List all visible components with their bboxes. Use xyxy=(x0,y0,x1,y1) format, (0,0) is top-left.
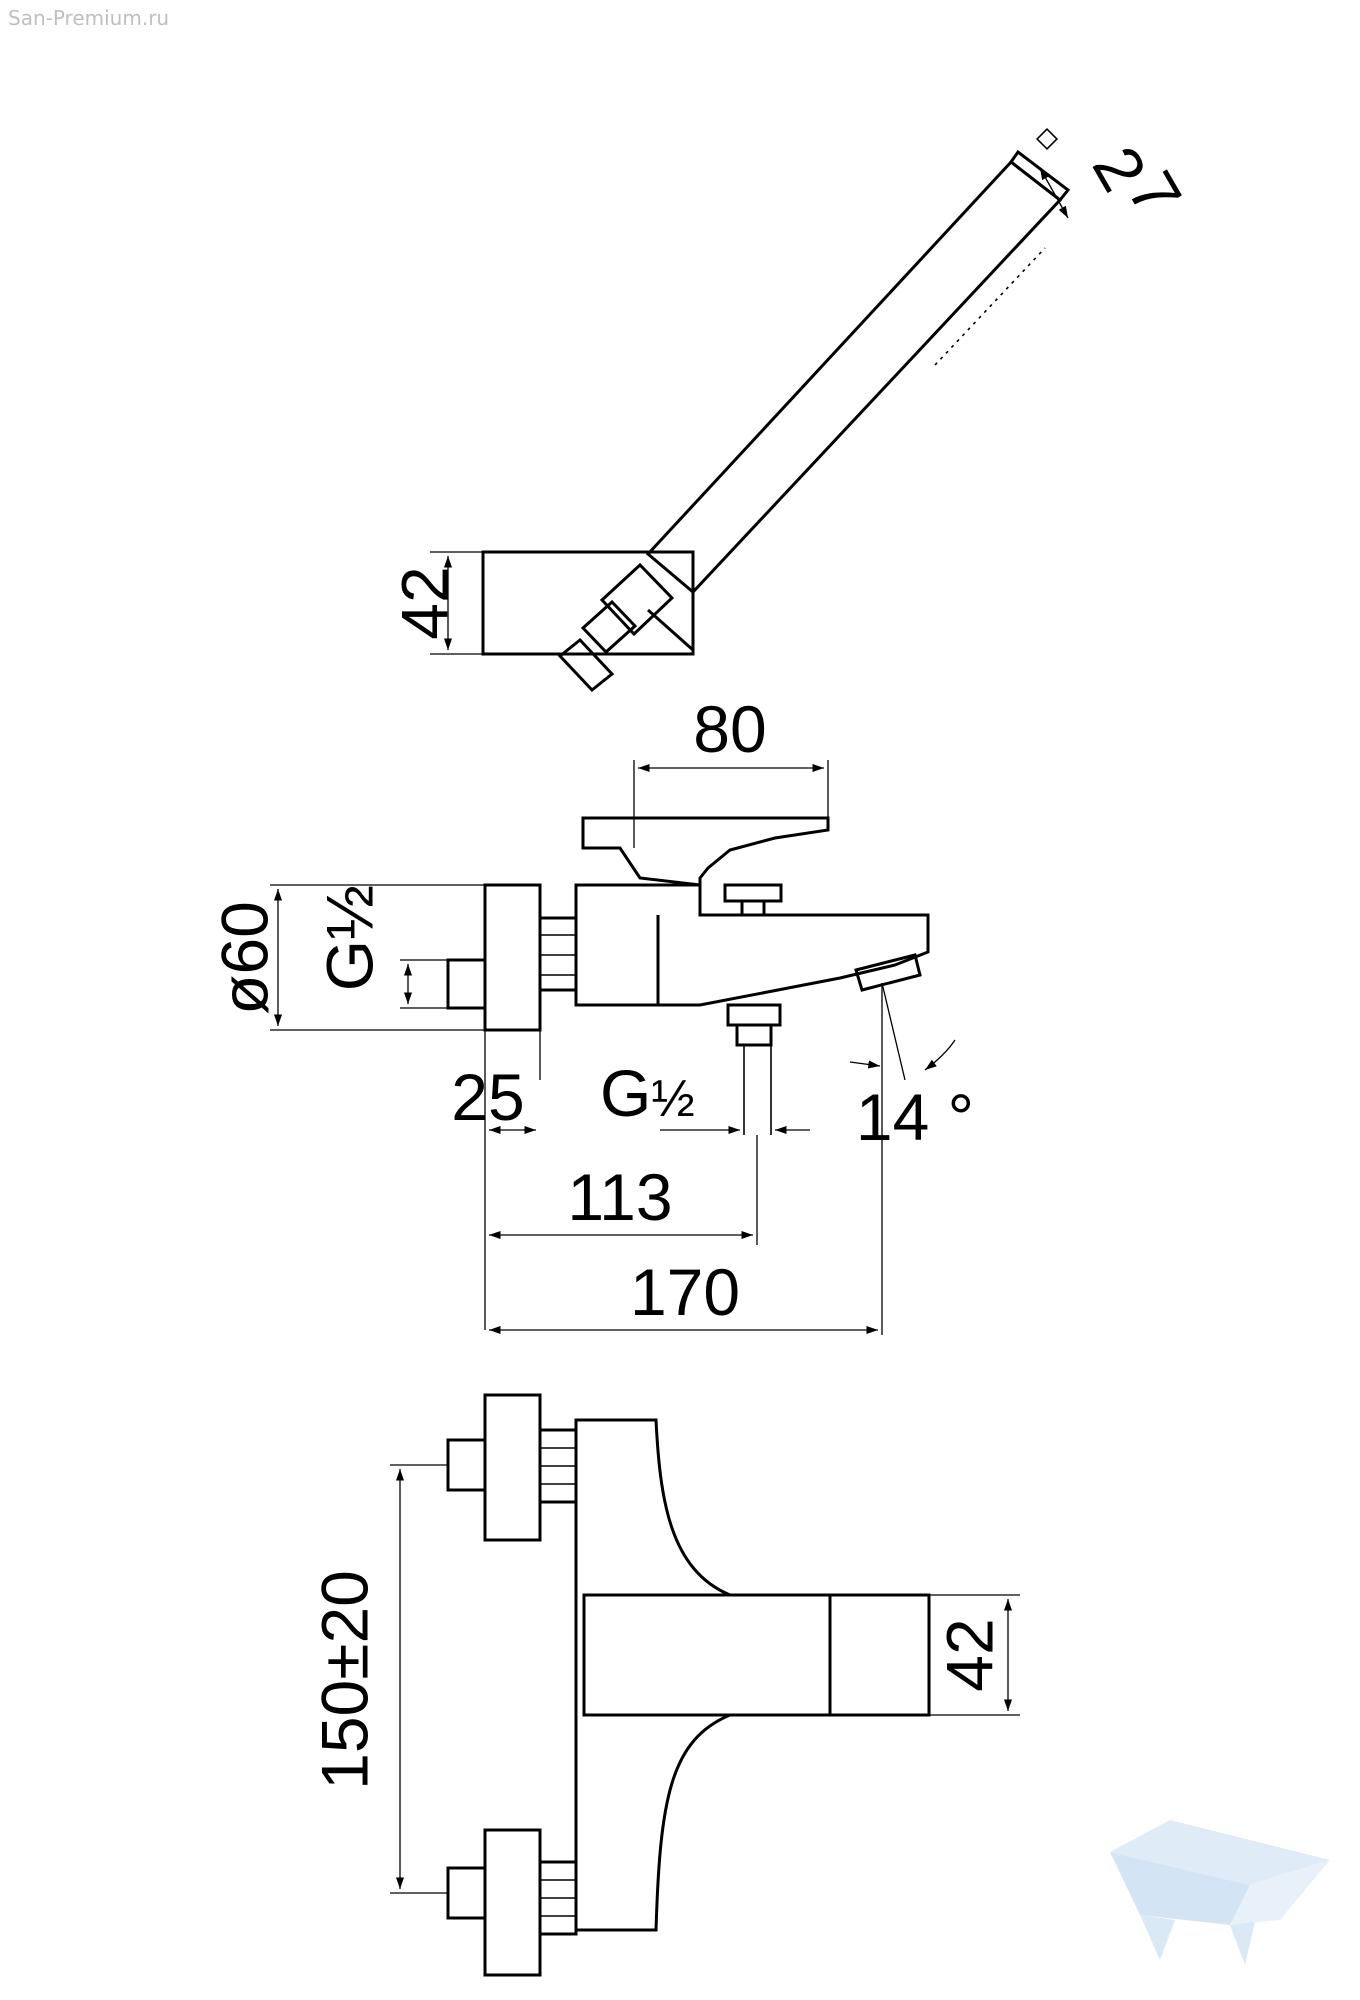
spout-width-label: 42 xyxy=(932,1618,1006,1691)
shower-handle xyxy=(645,159,1063,595)
inlet-depth-label: 25 xyxy=(451,1060,524,1134)
top-inlet-lower xyxy=(446,1866,487,1920)
lever-length-label: 80 xyxy=(693,692,766,766)
mixer-lever xyxy=(581,816,830,887)
outlet-thread-label: G½ xyxy=(600,1056,695,1130)
projection-label: 170 xyxy=(630,1255,740,1329)
square-section-icon xyxy=(1035,127,1059,151)
shower-outlet-nut xyxy=(726,1003,782,1027)
top-body xyxy=(574,1418,731,1932)
shower-outlet xyxy=(735,1023,773,1047)
top-flange-upper xyxy=(483,1393,542,1542)
top-flange-lower xyxy=(483,1828,542,1977)
spout-angle-label: 14 ° xyxy=(856,1080,974,1154)
top-spout xyxy=(582,1593,931,1717)
mixer-side-view: 80 ø60 G½ 25 G½ 14 ° 113 170 xyxy=(207,692,974,1335)
mixer-top-view: 150±20 42 xyxy=(307,1393,1020,1977)
shower-distance-label: 113 xyxy=(567,1160,672,1234)
shower-nut xyxy=(580,599,638,655)
centres-label: 150±20 xyxy=(307,1570,381,1790)
mixer-body xyxy=(574,883,930,1007)
diverter-knob xyxy=(723,883,783,903)
hand-shower-drawing: 42 2 7 xyxy=(387,127,1196,693)
shower-hose-stub xyxy=(557,637,615,693)
shower-head-cap xyxy=(1008,149,1071,203)
inlet-nut xyxy=(538,916,578,992)
spout-aerator xyxy=(854,953,922,992)
shower-holder-block xyxy=(481,550,695,656)
wall-flange xyxy=(483,883,542,1032)
diameter-label: ø60 xyxy=(207,901,281,1015)
top-inlet-upper xyxy=(446,1438,487,1492)
watermark: San-Premium.ru xyxy=(8,6,170,30)
holder-height-label: 42 xyxy=(387,566,461,639)
eccentric-inlet xyxy=(446,958,487,1010)
spray-holes xyxy=(934,247,1046,366)
shower-connector xyxy=(599,562,675,637)
bath-logo-icon xyxy=(1110,1820,1330,1965)
inlet-thread-label: G½ xyxy=(312,885,386,991)
